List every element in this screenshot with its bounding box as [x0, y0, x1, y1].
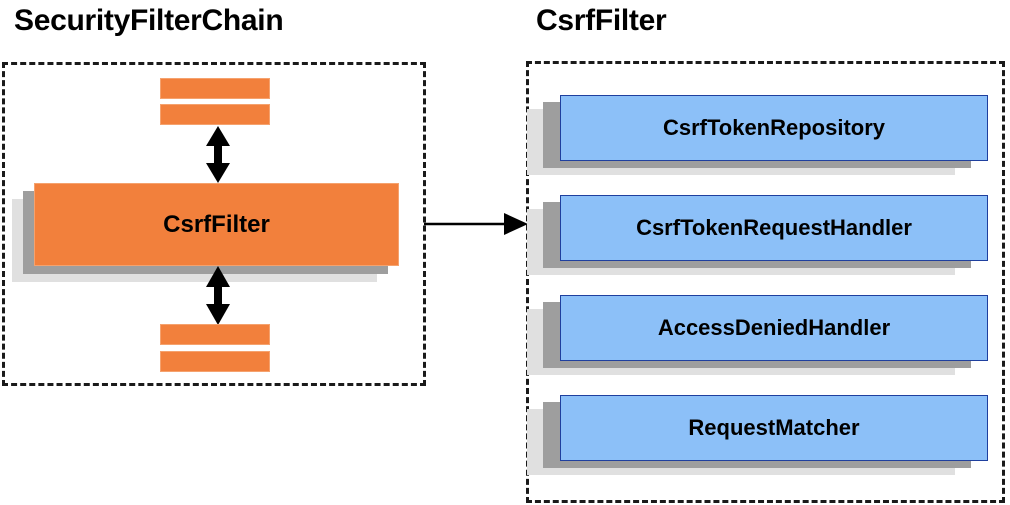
filter-stub-top-1 — [160, 78, 270, 99]
collaborator-box-label: RequestMatcher — [560, 395, 988, 461]
filter-stub-bottom-1 — [160, 324, 270, 345]
collaborator-box-request-matcher: RequestMatcher — [527, 395, 988, 475]
collaborator-box-access-denied-handler: AccessDeniedHandler — [527, 295, 988, 375]
collaborator-box-csrf-token-repository: CsrfTokenRepository — [527, 95, 988, 175]
left-panel-title: SecurityFilterChain — [14, 4, 284, 37]
arrow-above-csrffilter — [202, 126, 234, 183]
filter-stub-bottom-2 — [160, 351, 270, 372]
collaborator-box-label: CsrfTokenRequestHandler — [560, 195, 988, 261]
collaborator-box-csrf-token-request-handler: CsrfTokenRequestHandler — [527, 195, 988, 275]
filter-stub-top-2 — [160, 104, 270, 125]
csrf-filter-detail-panel — [526, 61, 1005, 503]
csrf-filter-box-label: CsrfFilter — [34, 183, 399, 266]
collaborator-box-label: CsrfTokenRepository — [560, 95, 988, 161]
csrffilter-detail-arrow — [424, 212, 528, 236]
right-panel-title: CsrfFilter — [536, 4, 667, 37]
csrf-filter-box: CsrfFilter — [12, 183, 399, 282]
arrow-below-csrffilter — [202, 266, 234, 325]
collaborator-box-label: AccessDeniedHandler — [560, 295, 988, 361]
